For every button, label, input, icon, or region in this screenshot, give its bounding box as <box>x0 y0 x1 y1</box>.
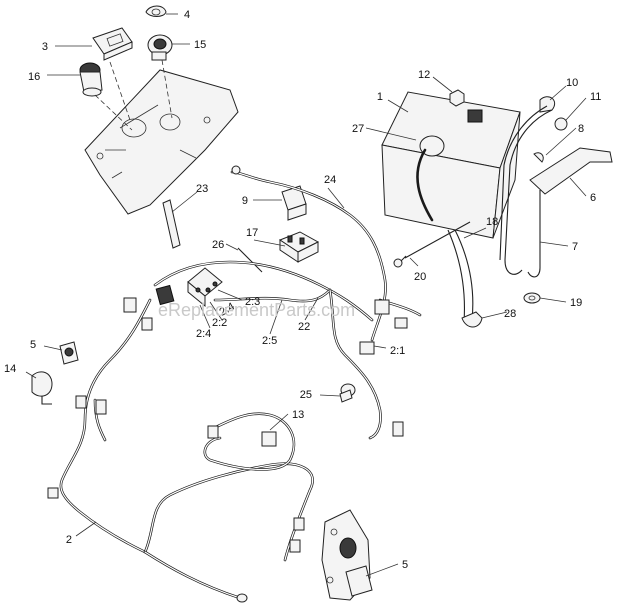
seat-switch-bracket <box>321 509 373 601</box>
callout-12: 12 <box>418 69 430 81</box>
callout-17: 17 <box>246 227 258 239</box>
callout-20: 20 <box>414 271 426 283</box>
ignition-switch <box>147 34 173 61</box>
callout-7: 7 <box>572 241 578 253</box>
callout-8: 8 <box>578 123 584 135</box>
callout-24: 24 <box>324 174 336 186</box>
callout-2-2: 2:2 <box>212 317 227 329</box>
callout-14: 14 <box>4 363 16 375</box>
key-cap <box>145 5 167 17</box>
switch-5-upper <box>59 341 79 365</box>
callout-25: 25 <box>300 389 312 401</box>
callout-11: 11 <box>590 91 601 103</box>
callout-9: 9 <box>242 195 248 207</box>
callout-13: 13 <box>292 409 304 421</box>
diode-module <box>187 267 223 308</box>
callout-28: 28 <box>504 308 516 320</box>
pto-switch <box>79 62 103 97</box>
callout-labels: 1 2 2:1 2:2 2:3 2:4 2:4 2:5 3 4 5 5 6 7 … <box>4 9 601 571</box>
leader-lines <box>25 13 587 577</box>
callout-1: 1 <box>377 91 383 103</box>
dash-panel <box>84 69 239 215</box>
callout-10: 10 <box>566 77 578 89</box>
callout-6: 6 <box>590 192 596 204</box>
callout-2-5: 2:5 <box>262 335 277 347</box>
callout-18: 18 <box>486 216 498 228</box>
callout-15: 15 <box>194 39 206 51</box>
fuse-block <box>278 231 320 263</box>
battery <box>381 91 521 239</box>
hour-meter <box>92 27 133 61</box>
callout-2: 2 <box>66 534 72 546</box>
callout-2-3: 2:3 <box>245 296 260 308</box>
callout-19: 19 <box>570 297 582 309</box>
callout-2-1: 2:1 <box>390 345 405 357</box>
callout-2-4-b: 2:4 <box>196 328 211 340</box>
callout-5-lower: 5 <box>402 559 408 571</box>
callout-23: 23 <box>196 183 208 195</box>
callout-4: 4 <box>184 9 190 21</box>
callout-26: 26 <box>212 239 224 251</box>
watermark: eReplacementParts.com <box>158 300 355 320</box>
callout-3: 3 <box>42 41 48 53</box>
callout-22: 22 <box>298 321 310 333</box>
callout-16: 16 <box>28 71 40 83</box>
callout-27: 27 <box>352 123 364 135</box>
switch-14 <box>31 371 53 405</box>
callout-5-upper: 5 <box>30 339 36 351</box>
